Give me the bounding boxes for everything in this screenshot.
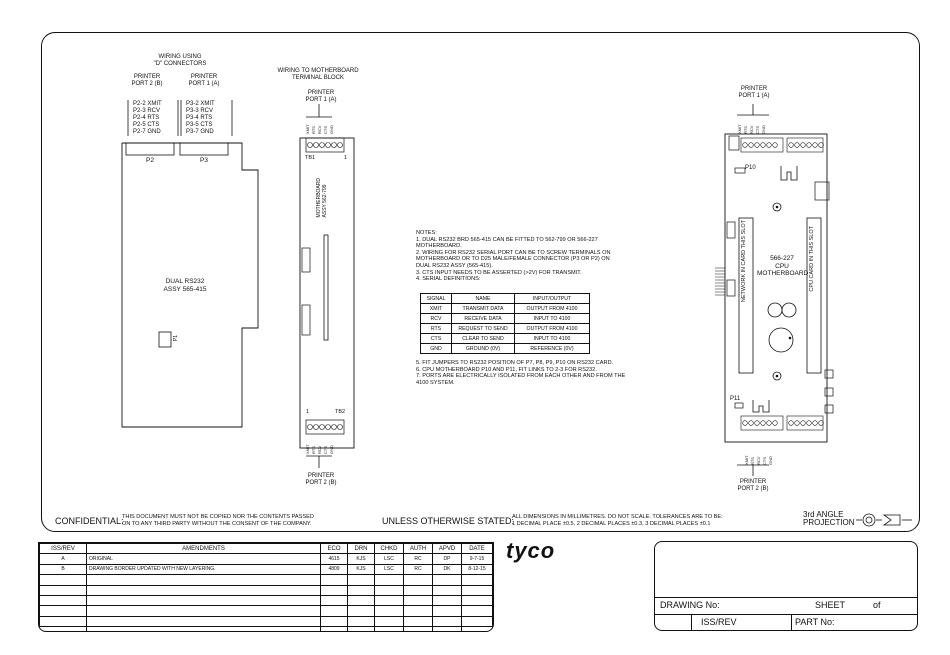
left-board-drawing bbox=[121, 100, 259, 428]
table-row bbox=[39, 574, 493, 586]
left-heading: WIRING USING"D" CONNECTORS bbox=[153, 54, 207, 67]
notes-block: NOTES: 1. DUAL RS232 BRD 565-415 CAN BE … bbox=[416, 230, 611, 283]
table-row bbox=[39, 615, 493, 628]
slot-right-label: CPU CARD IN THIS SLOT bbox=[809, 226, 815, 292]
sheet-label: SHEET bbox=[815, 600, 846, 610]
p11-label: P11 bbox=[730, 396, 741, 402]
amendments-table: ISS/REV AMENDMENTS ECO DRN CHKD AUTH APV… bbox=[38, 542, 494, 632]
table-row bbox=[39, 584, 493, 596]
notes-block-b: 5. FIT JUMPERS TO RS232 POSITION OF P7, … bbox=[416, 360, 626, 386]
tb1-num: 1 bbox=[344, 155, 348, 161]
p1-label: P1 bbox=[173, 335, 179, 342]
p10-label: P10 bbox=[745, 165, 756, 171]
tb1-label: TB1 bbox=[305, 155, 316, 161]
conn-p3-label: P3 bbox=[200, 157, 208, 164]
sheet-of-label: of bbox=[873, 600, 881, 610]
right-board-drawing bbox=[715, 104, 834, 476]
projection-symbol-icon bbox=[856, 513, 912, 527]
table-row bbox=[39, 594, 493, 607]
drawing-no-label: DRAWING No: bbox=[660, 600, 720, 610]
p1-block bbox=[158, 331, 172, 348]
amend-header-row: ISS/REV AMENDMENTS ECO DRN CHKD AUTH APV… bbox=[39, 543, 493, 555]
unless-stated: UNLESS OTHERWISE STATED: bbox=[382, 516, 515, 526]
conn-p2-shape bbox=[125, 142, 175, 156]
part-no-label: PART No: bbox=[795, 617, 835, 627]
title-block: DRAWING No: SHEET of ISS/REV PART No: bbox=[654, 541, 918, 631]
conn-p3-shape bbox=[179, 142, 229, 156]
slot-left-label: NETWORK IN CARD THIS SLOT bbox=[741, 220, 747, 303]
confidential-label: CONFIDENTIAL: bbox=[55, 516, 124, 526]
dimensions-text: ALL DIMENSIONS IN MILLIMETRES. DO NOT SC… bbox=[512, 514, 723, 527]
table-row bbox=[39, 605, 493, 617]
confidential-text: THIS DOCUMENT MUST NOT BE COPIED NOR THE… bbox=[122, 514, 314, 527]
mid-board-drawing bbox=[299, 104, 355, 468]
table-row bbox=[39, 626, 493, 631]
iss-rev-label: ISS/REV bbox=[701, 617, 737, 627]
conn-p2-label: P2 bbox=[146, 157, 154, 164]
drawing-frame bbox=[41, 32, 920, 532]
tb2-label: TB2 bbox=[335, 409, 346, 415]
tb2-num: 1 bbox=[306, 409, 310, 415]
tyco-logo: tyco bbox=[506, 538, 556, 563]
